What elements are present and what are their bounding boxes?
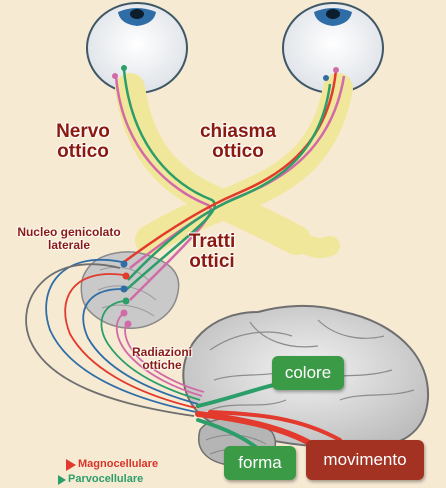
- label-tratti-ottici: Tratti ottici: [182, 232, 242, 272]
- retina-dot-left-1: [112, 73, 118, 79]
- legend-parvo-label: Parvocellulare: [68, 473, 143, 485]
- legend-parvo-arrow: [26, 475, 66, 485]
- box-forma: forma: [224, 446, 296, 480]
- retina-dot-right-2: [323, 75, 329, 81]
- retina-dot-left-2: [121, 65, 127, 71]
- legend-magno-label: Magnocellulare: [78, 458, 158, 470]
- label-nucleo-genicolato: Nucleo genicolato laterale: [10, 226, 128, 251]
- label-radiazioni-ottiche: Radiazioni ottiche: [124, 346, 200, 371]
- box-colore: colore: [272, 356, 344, 390]
- optic-nerves-band: [130, 88, 338, 248]
- label-chiasma-ottico: chiasma ottico: [192, 122, 284, 162]
- legend-magno-arrow: [26, 459, 76, 471]
- box-movimento: movimento: [306, 440, 424, 480]
- label-nervo-ottico: Nervo ottico: [50, 122, 116, 162]
- retina-dot-right-1: [333, 67, 339, 73]
